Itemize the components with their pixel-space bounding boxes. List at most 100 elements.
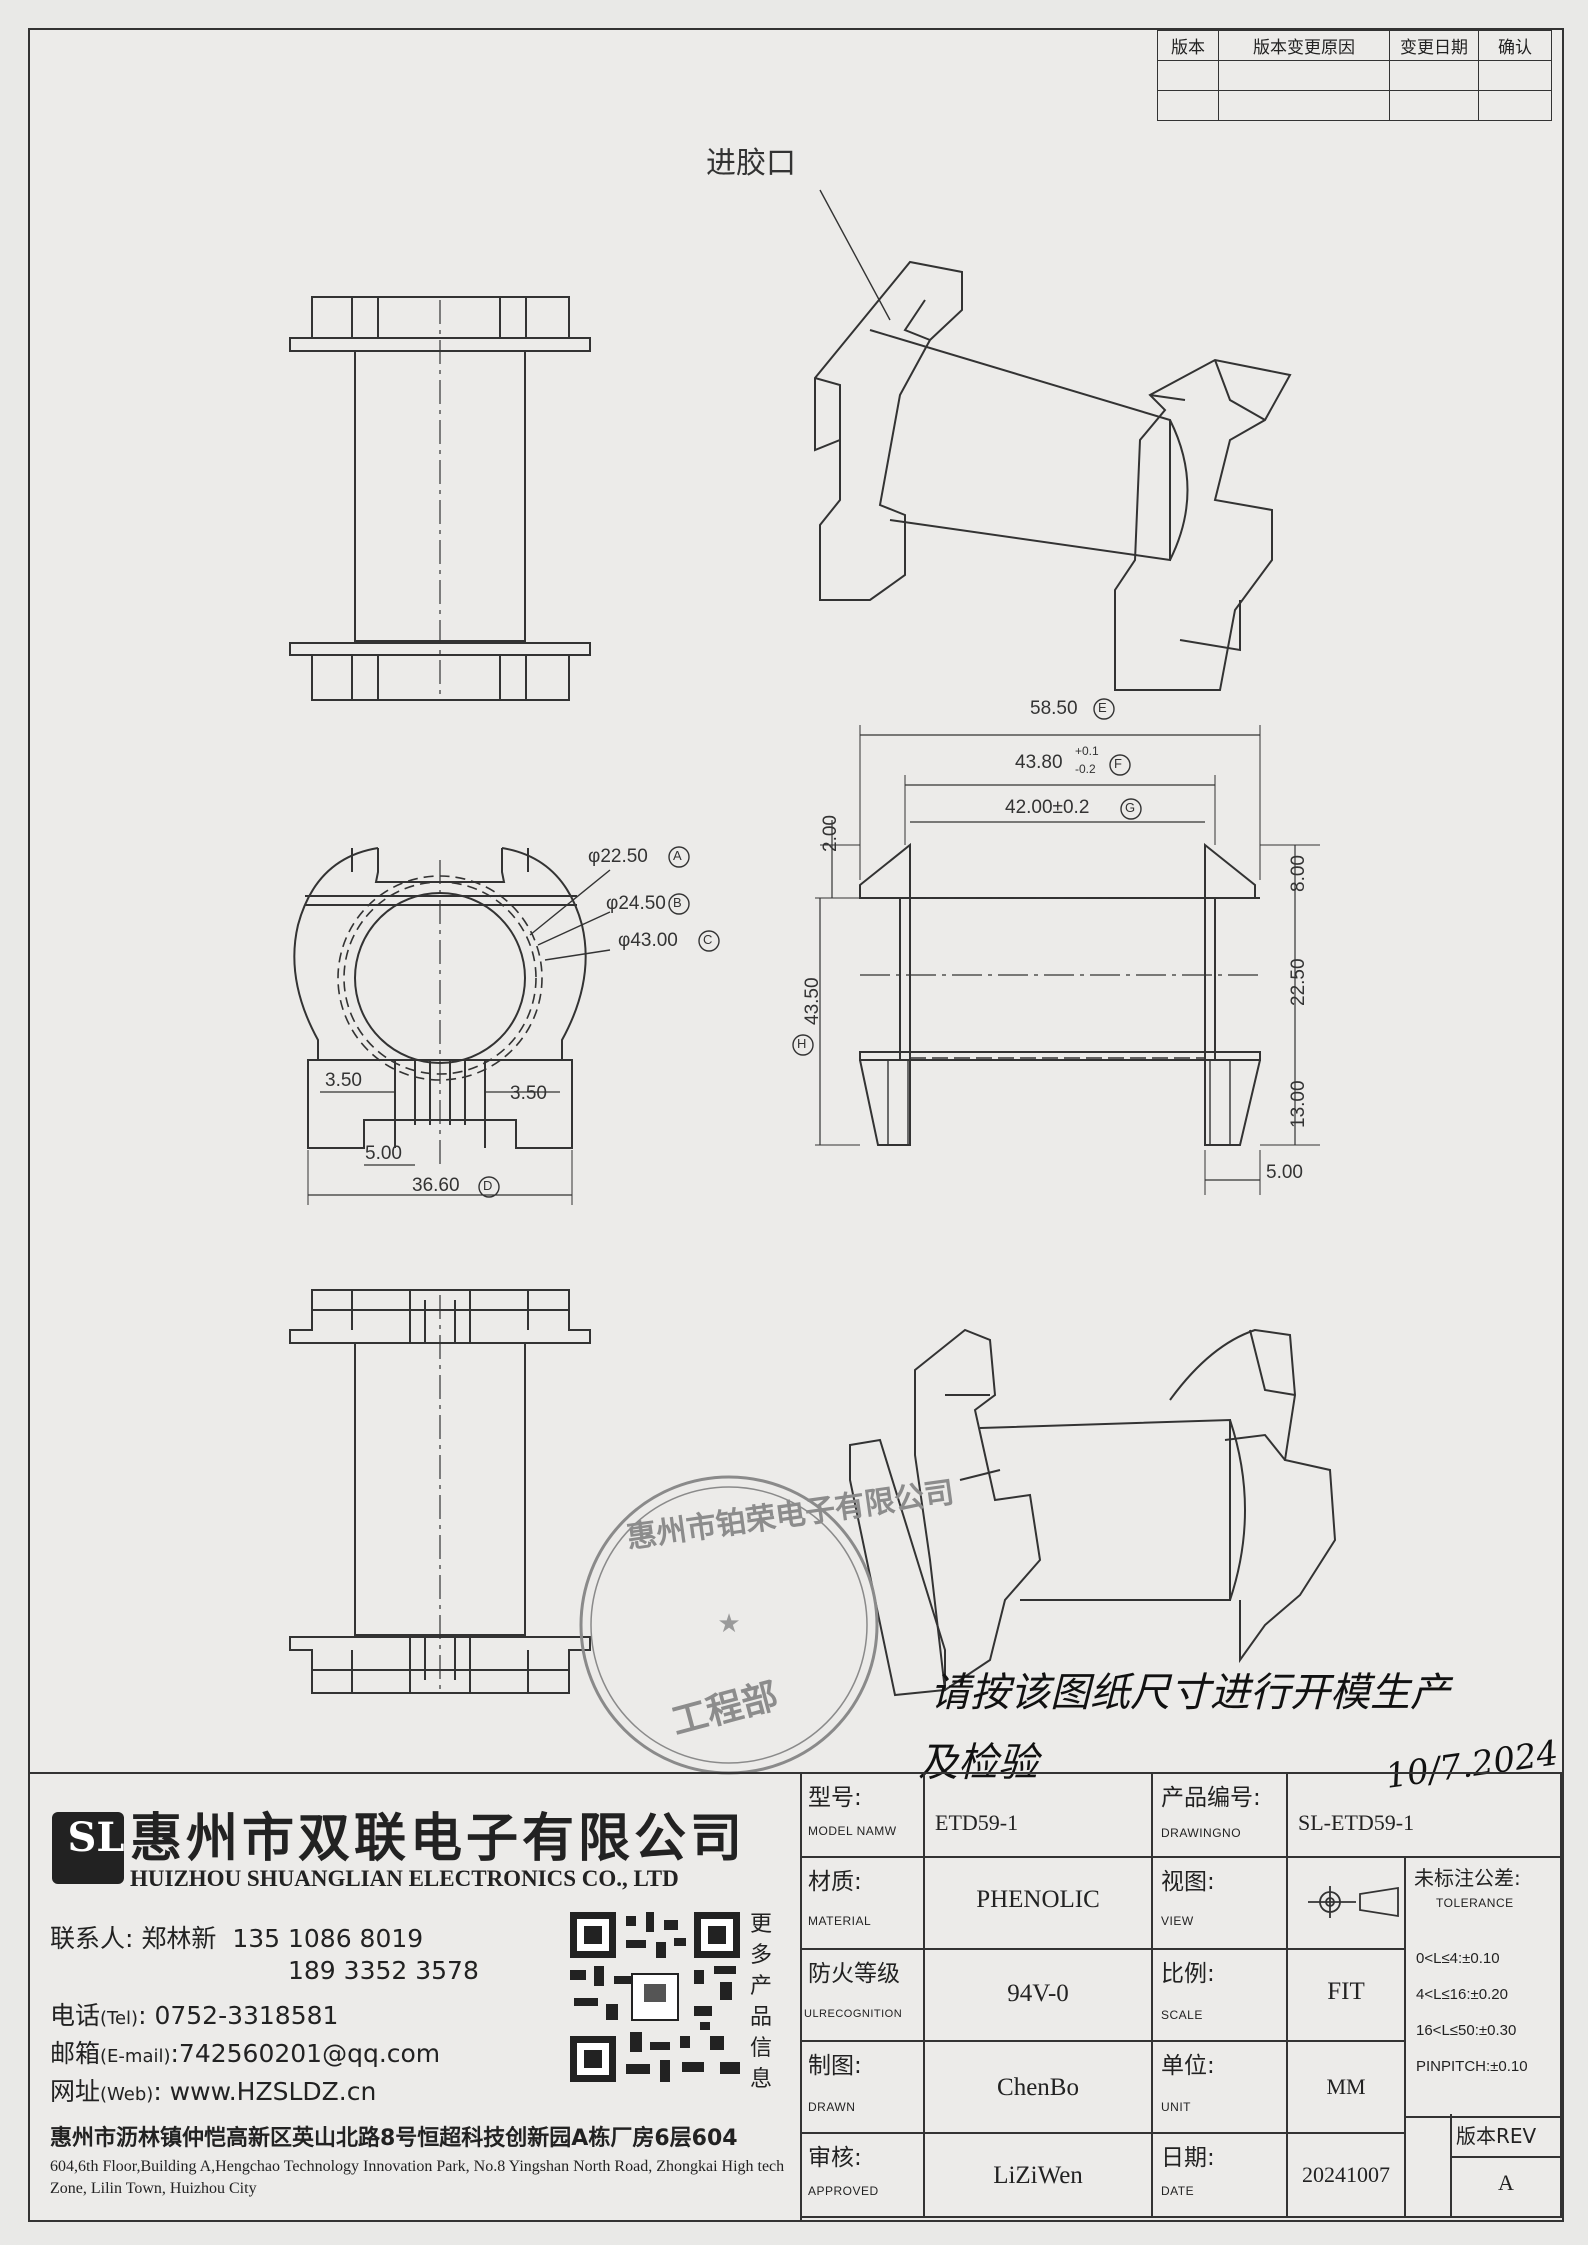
model-value: ETD59-1 bbox=[935, 1810, 1019, 1835]
dim-pin-len: 13.00 bbox=[1288, 1080, 1309, 1128]
tolerance-1: 0<L≤4:±0.10 bbox=[1416, 1950, 1500, 1967]
tol-f-lower: -0.2 bbox=[1075, 762, 1096, 776]
approved-label: 审核: bbox=[808, 2145, 862, 2171]
drawing-no-value: SL-ETD59-1 bbox=[1298, 1810, 1415, 1835]
tolerance-sub: TOLERANCE bbox=[1436, 1896, 1514, 1910]
dim-phi-c: φ43.00 bbox=[618, 930, 678, 951]
svg-text:★: ★ bbox=[717, 1609, 740, 1639]
material-value: PHENOLIC bbox=[976, 1886, 1100, 1913]
tel-tag: (Tel) bbox=[100, 2008, 139, 2029]
company-block: SL 惠州市双联电子有限公司 HUIZHOU SHUANGLIAN ELECTR… bbox=[30, 1772, 802, 2220]
tolerance-3: 16<L≤50:±0.30 bbox=[1416, 2022, 1517, 2039]
dim-core: 22.50 bbox=[1288, 958, 1309, 1006]
fire-label: 防火等级 bbox=[808, 1961, 900, 1987]
drawn-label: 制图: bbox=[808, 2053, 862, 2079]
marker-a: A bbox=[673, 848, 682, 863]
marker-b: B bbox=[673, 895, 682, 910]
model-sub: MODEL NAMW bbox=[808, 1824, 897, 1838]
date-sub: DATE bbox=[1161, 2184, 1195, 2198]
mail-value[interactable]: :742560201@qq.com bbox=[170, 2039, 441, 2068]
rev-value: A bbox=[1498, 2170, 1514, 2195]
drawn-value: ChenBo bbox=[997, 2074, 1079, 2101]
dim-left-gap: 3.50 bbox=[325, 1070, 362, 1091]
date-value: 20241007 bbox=[1302, 2162, 1390, 2187]
dim-width-d: 36.60 bbox=[412, 1175, 460, 1196]
unit-label: 单位: bbox=[1161, 2053, 1215, 2079]
tel-label: 电话 bbox=[50, 2001, 101, 2030]
marker-c: C bbox=[703, 932, 713, 947]
company-logo bbox=[52, 1812, 124, 1884]
company-name-cn: 惠州市双联电子有限公司 bbox=[130, 1808, 747, 1869]
address-cn: 惠州市沥林镇仲恺高新区英山北路8号恒超科技创新园A栋厂房6层604 bbox=[50, 2126, 738, 2151]
tel-value: : 0752-3318581 bbox=[138, 2001, 339, 2030]
approved-value: LiZiWen bbox=[993, 2162, 1083, 2189]
handwritten-inspection: 及检验 bbox=[918, 1740, 1038, 1786]
scale-label: 比例: bbox=[1161, 1961, 1215, 1987]
unit-value: MM bbox=[1326, 2074, 1366, 2099]
front-view-bottom bbox=[289, 1289, 591, 1694]
marker-d: D bbox=[483, 1178, 493, 1193]
dim-right-gap: 3.50 bbox=[510, 1083, 547, 1104]
front-view-top bbox=[289, 296, 591, 701]
more-info-label: 更多产品信息 bbox=[750, 1912, 773, 2092]
dim-top-flange: 2.00 bbox=[820, 815, 841, 852]
revision-table: 版本 版本变更原因 变更日期 确认 bbox=[1157, 30, 1552, 121]
drawn-sub: DRAWN bbox=[808, 2100, 856, 2114]
contact-phone-1: 135 1086 8019 bbox=[232, 1924, 424, 1953]
mail-label: 邮箱 bbox=[50, 2039, 101, 2068]
scale-value: FIT bbox=[1327, 1978, 1365, 2005]
unit-sub: UNIT bbox=[1161, 2100, 1191, 2114]
side-view bbox=[815, 725, 1320, 1195]
address-en: 604,6th Floor,Building A,Hengchao Techno… bbox=[50, 2158, 785, 2197]
isometric-view-top bbox=[814, 260, 1292, 691]
dim-len-g: 42.00±0.2 bbox=[1005, 797, 1090, 818]
logo-letters: SL bbox=[67, 1814, 125, 1861]
isometric-view-bottom bbox=[849, 1328, 1337, 1697]
dim-height-h: 43.50 bbox=[802, 977, 823, 1025]
drawing-no-sub: DRAWINGNO bbox=[1161, 1826, 1242, 1840]
company-name-en: HUIZHOU SHUANGLIAN ELECTRONICS CO., LTD bbox=[130, 1866, 679, 1891]
marker-g: G bbox=[1125, 800, 1136, 815]
contact-name: 郑林新 bbox=[141, 1924, 217, 1953]
view-symbol-cell bbox=[1288, 1858, 1406, 1950]
handwritten-instruction: 请按该图纸尺寸进行开模生产 bbox=[930, 1670, 1450, 1716]
contact-label: 联系人: bbox=[50, 1924, 134, 1953]
rev-label: 版本REV bbox=[1456, 2124, 1537, 2148]
web-tag: (Web) bbox=[100, 2084, 154, 2105]
gate-label: 进胶口 bbox=[706, 146, 796, 181]
drawing-no-label: 产品编号: bbox=[1161, 1785, 1261, 1811]
rev-header-date: 变更日期 bbox=[1389, 30, 1479, 61]
marker-f: F bbox=[1114, 756, 1122, 771]
projection-symbol bbox=[1308, 1886, 1399, 1918]
contact-phone-2: 189 3352 3578 bbox=[288, 1956, 479, 1985]
material-sub: MATERIAL bbox=[808, 1914, 872, 1928]
fire-sub: ULRECOGNITION bbox=[804, 2008, 903, 2020]
dim-len-e: 58.50 bbox=[1030, 698, 1078, 719]
tol-f-upper: +0.1 bbox=[1075, 744, 1099, 758]
dim-phi-b: φ24.50 bbox=[606, 893, 666, 914]
view-sub: VIEW bbox=[1161, 1914, 1194, 1928]
model-label: 型号: bbox=[808, 1785, 862, 1811]
approved-sub: APPROVED bbox=[808, 2184, 879, 2198]
web-value[interactable]: : www.HZSLDZ.cn bbox=[153, 2077, 377, 2106]
marker-e: E bbox=[1098, 700, 1107, 715]
qr-code bbox=[570, 1912, 740, 2082]
title-block: 型号: MODEL NAMW ETD59-1 产品编号: DRAWINGNO S… bbox=[800, 1772, 1562, 2218]
dim-len-f: 43.80 bbox=[1015, 752, 1063, 773]
fire-value: 94V-0 bbox=[1007, 1980, 1069, 2007]
material-label: 材质: bbox=[808, 1869, 862, 1895]
web-label: 网址 bbox=[50, 2077, 101, 2106]
tolerance-2: 4<L≤16:±0.20 bbox=[1416, 1986, 1508, 2003]
circle-markers bbox=[478, 698, 1142, 1198]
marker-h: H bbox=[797, 1036, 807, 1051]
dim-slot: 5.00 bbox=[365, 1143, 402, 1164]
gate-leader bbox=[819, 189, 891, 321]
tolerance-4: PINPITCH:±0.10 bbox=[1416, 2058, 1528, 2075]
dim-pin-w: 5.00 bbox=[1266, 1162, 1303, 1183]
dim-right-top: 8.00 bbox=[1288, 855, 1309, 892]
mail-tag: (E-mail) bbox=[100, 2046, 171, 2067]
end-view bbox=[293, 847, 611, 1205]
date-label: 日期: bbox=[1161, 2145, 1215, 2171]
scale-sub: SCALE bbox=[1161, 2008, 1203, 2022]
